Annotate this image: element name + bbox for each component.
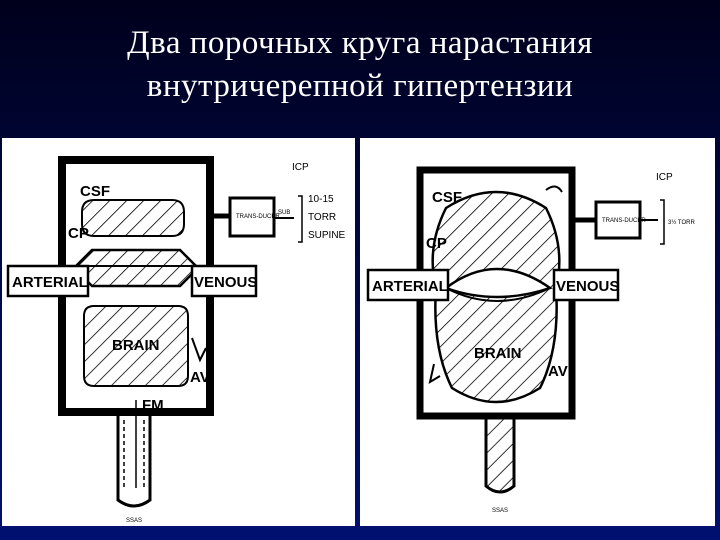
right-icp-label: ICP [656,172,673,183]
left-brain-label: BRAIN [112,337,160,354]
right-venous-label: VENOUS [556,278,619,295]
right-brain-label: BRAIN [474,345,522,362]
venous-vessel [190,264,258,298]
left-av-label: AV [190,369,210,386]
right-cp-label: CP [426,235,447,252]
slide-title: Два порочных круга нарастания внутричере… [0,22,720,108]
right-pressure-label: 3½ TORR [668,219,695,226]
upper-hatch-band [81,199,185,237]
right-sas-label: SSAS [492,508,508,514]
venous-vessel [552,268,620,302]
left-sub-label: SUB [278,210,290,216]
title-line-2: внутричерепной гипертензии [146,68,574,104]
arterial-vessel [366,268,450,302]
left-icp-range: 10-15 [308,194,334,205]
left-diagram: CSF CP ARTERIAL VENOUS BRAIN AV FM ICP 1… [6,156,346,524]
left-transducer-label: TRANS-DUCER [236,214,280,220]
vascular-bed [72,248,200,288]
right-csf-label: CSF [432,189,462,206]
left-diagram-panel: CSF CP ARTERIAL VENOUS BRAIN AV FM ICP 1… [2,138,355,526]
right-diagram: CSF CP ARTERIAL VENOUS BRAIN AV ICP TRAN… [366,166,695,514]
left-fm-label: FM [142,397,164,414]
left-cp-label: CP [68,225,89,242]
brain-shape [83,305,189,387]
spinal-canal [116,410,152,508]
right-transducer-label: TRANS-DUCER [602,218,646,224]
right-av-label: AV [548,363,568,380]
right-arterial-label: ARTERIAL [372,278,448,295]
left-icp-label: ICP [292,162,309,173]
spinal-canal [484,414,516,494]
left-sas-label: SSAS [126,518,142,524]
left-arterial-label: ARTERIAL [12,274,88,291]
arterial-vessel [6,264,90,298]
left-supine-label: SUPINE [308,230,346,241]
right-diagram-panel: CSF CP ARTERIAL VENOUS BRAIN AV ICP TRAN… [360,138,715,526]
left-csf-label: CSF [80,183,110,200]
left-torr-label: TORR [308,212,336,223]
left-venous-label: VENOUS [194,274,257,291]
transducer-box [228,196,276,238]
title-line-1: Два порочных круга нарастания [127,25,593,61]
